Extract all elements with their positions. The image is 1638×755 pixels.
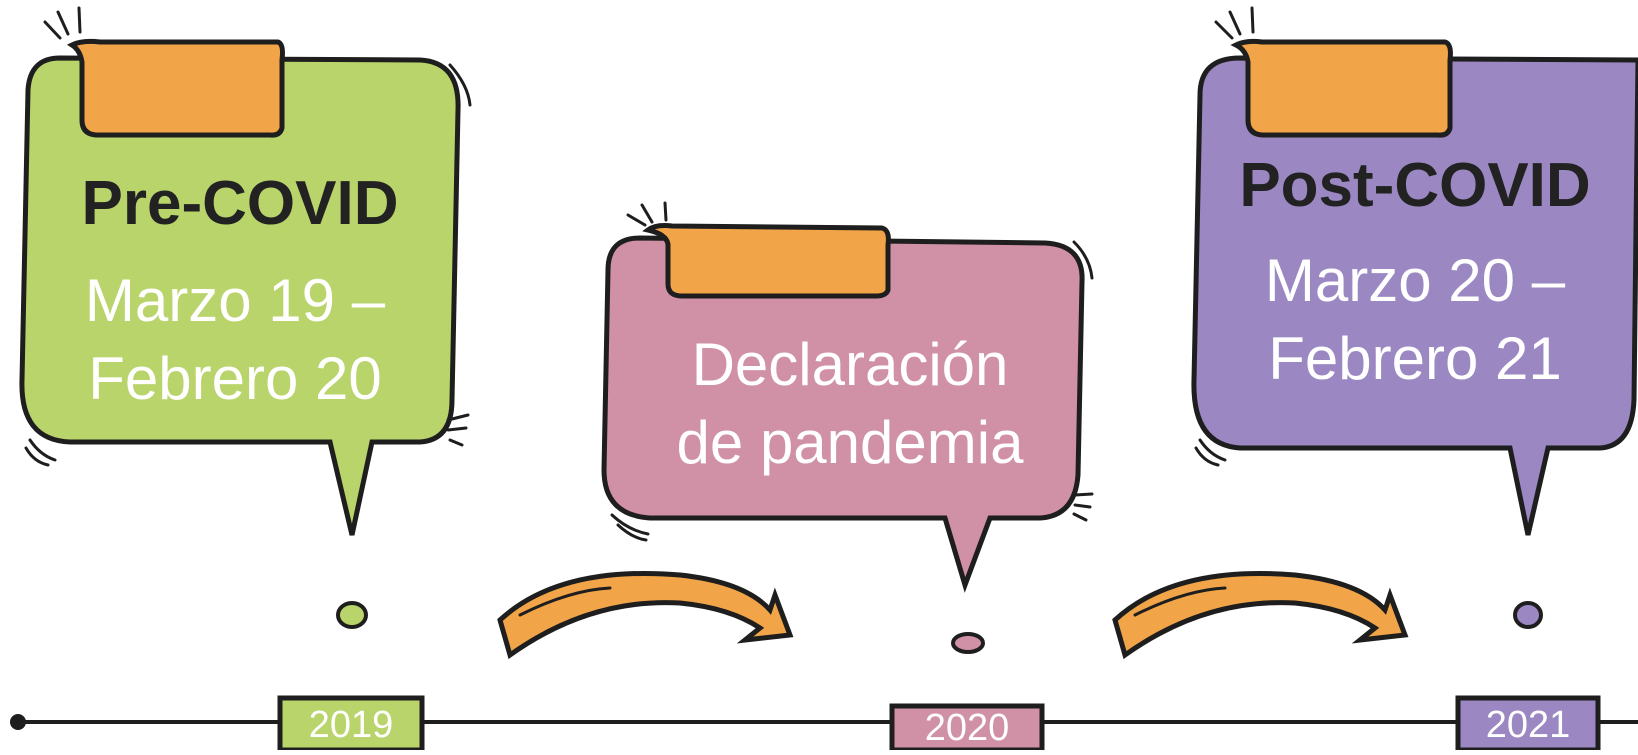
sketch-marks-post-covid xyxy=(1194,6,1255,467)
sketch-marks-declaracion xyxy=(610,201,1094,542)
speech-bubble-post-covid xyxy=(1191,55,1638,536)
timeline-start-dot xyxy=(10,714,26,730)
card-line1-pre-covid: Marzo 19 – xyxy=(84,267,386,334)
dot-2021 xyxy=(1513,601,1543,629)
card-line2-declaracion: de pandemia xyxy=(676,409,1024,476)
tab-pre-covid xyxy=(66,38,285,138)
card-line1-declaracion: Declaración xyxy=(691,331,1009,398)
speech-bubble-pre-covid xyxy=(19,55,461,536)
card-line2-pre-covid: Febrero 20 xyxy=(88,345,382,412)
tab-post-covid xyxy=(1230,38,1453,138)
card-line1-post-covid: Marzo 20 – xyxy=(1264,247,1566,314)
arrow-1 xyxy=(497,570,794,660)
speech-bubble-declaracion xyxy=(601,235,1085,593)
tab-declaracion xyxy=(642,223,891,299)
dot-2020 xyxy=(951,632,985,654)
card-line2-post-covid: Febrero 21 xyxy=(1268,325,1562,392)
card-title-pre-covid: Pre-COVID xyxy=(81,169,399,238)
year-label-2021: 2021 xyxy=(1485,704,1571,746)
card-title-post-covid: Post-COVID xyxy=(1239,151,1591,220)
dot-2019 xyxy=(336,601,368,629)
year-label-2020: 2020 xyxy=(924,707,1010,749)
sketch-marks-pre-covid xyxy=(24,6,472,467)
year-tag-2020-box xyxy=(889,703,1045,753)
year-label-2019: 2019 xyxy=(308,704,394,746)
arrow-2 xyxy=(1112,570,1409,660)
